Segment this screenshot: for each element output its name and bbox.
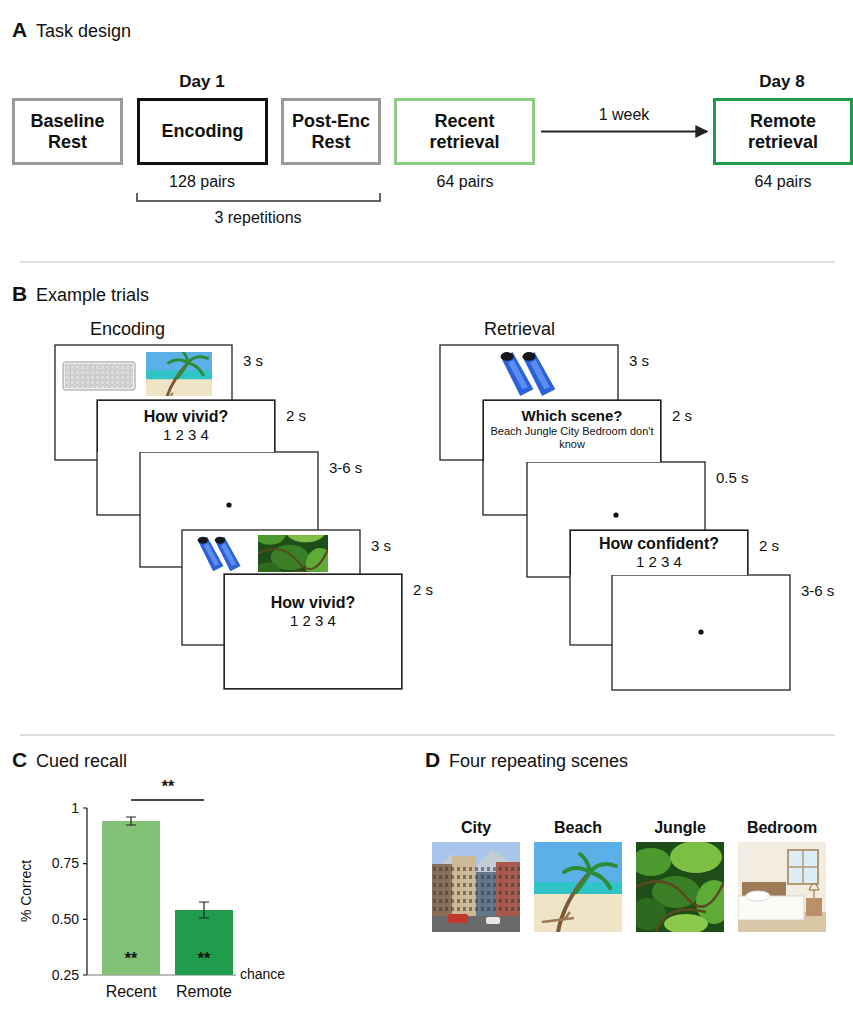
timeline-arrow <box>541 131 707 133</box>
recent-bar <box>102 821 160 975</box>
screen-card <box>224 574 402 689</box>
panel-letter: B <box>12 282 27 306</box>
axis-ticks <box>83 808 87 975</box>
tick-label: 0.25 <box>52 967 79 983</box>
node-title: Remote retrieval <box>726 111 840 153</box>
significance-mark: ** <box>198 950 210 968</box>
node-title: Encoding <box>162 121 244 142</box>
day-label: Day 1 <box>179 72 224 92</box>
edge-label: 1 week <box>597 105 652 124</box>
panel-letter: C <box>12 748 27 772</box>
rest-box: Baseline Rest <box>12 98 123 165</box>
duration-label: 3-6 s <box>801 582 834 600</box>
error-bar <box>126 817 136 825</box>
bar-label: Remote <box>176 982 232 1001</box>
chance-label: chance <box>240 966 285 982</box>
duration-label: 2 s <box>759 537 779 555</box>
pair-count: 64 pairs <box>755 172 812 191</box>
node-title: How vivid? <box>271 593 355 612</box>
node-text: 1 2 3 4 <box>636 553 682 571</box>
panel-letter: D <box>425 748 440 772</box>
y-axis <box>86 808 87 975</box>
retrieval-box: Remote retrieval <box>713 98 853 165</box>
fixation-dot <box>698 629 703 634</box>
node-text: 1 2 3 4 <box>290 612 336 630</box>
node-text: Beach Jungle City Bedroom don't know <box>489 425 655 451</box>
duration-label: 2 s <box>286 407 306 425</box>
duration-label: 0.5 s <box>716 469 749 487</box>
city-image <box>432 842 520 932</box>
repetition-note: 3 repetitions <box>214 208 301 227</box>
day-label: Day 8 <box>759 72 804 92</box>
duration-label: 2 s <box>413 581 433 599</box>
pair-count: 64 pairs <box>437 172 494 191</box>
phase-title: Encoding <box>90 318 165 340</box>
node-title: Baseline Rest <box>18 111 117 153</box>
pair-count: 128 pairs <box>169 172 235 191</box>
error-bar <box>199 902 209 918</box>
panel-separator <box>20 261 835 262</box>
fixation-dot <box>613 512 618 517</box>
duration-label: 2 s <box>672 407 692 425</box>
repetition-bracket <box>137 193 380 201</box>
tick-label: 0.50 <box>52 911 79 927</box>
duration-label: 3 s <box>371 537 391 555</box>
tick-label: 1 <box>71 800 79 816</box>
scene-label: Jungle <box>654 818 706 837</box>
jungle-image <box>630 841 732 934</box>
retrieval-box: Recent retrieval <box>394 98 535 165</box>
significance-mark: ** <box>162 778 174 796</box>
phase-title: Retrieval <box>484 318 555 340</box>
fixation-dot <box>226 502 231 507</box>
scene-label: Beach <box>554 818 602 837</box>
beach-image <box>146 340 212 408</box>
significance-mark: ** <box>125 950 137 968</box>
scene-label: City <box>461 818 491 837</box>
duration-label: 3 s <box>629 352 649 370</box>
screen-card: Which scene?Beach Jungle City Bedroom do… <box>483 400 661 462</box>
panel-letter: A <box>12 18 27 42</box>
beach-image <box>534 842 622 932</box>
keyboard-image <box>63 362 135 390</box>
node-title: How vivid? <box>144 407 228 426</box>
panel-title: Example trials <box>36 284 149 306</box>
node-title: Which scene? <box>522 407 623 425</box>
panel-title: Task design <box>36 20 131 42</box>
node-title: How confident? <box>599 534 719 553</box>
scene-label: Bedroom <box>747 818 817 837</box>
fins-image <box>198 537 241 571</box>
node-title: Post-Enc Rest <box>287 111 375 153</box>
screen-card: How confident?1 2 3 4 <box>570 530 748 575</box>
duration-label: 3 s <box>243 352 263 370</box>
screen-card <box>612 575 790 690</box>
encoding-box: Encoding <box>137 98 268 165</box>
keyboard-keys <box>65 364 133 388</box>
panel-separator <box>20 734 835 735</box>
bar-label: Recent <box>106 982 157 1001</box>
duration-label: 3-6 s <box>329 459 362 477</box>
rest-box: Post-Enc Rest <box>281 98 381 165</box>
panel-title: Four repeating scenes <box>449 750 628 772</box>
significance-line <box>131 799 204 800</box>
screen-card: How vivid?1 2 3 4 <box>97 400 275 452</box>
axis-title: % Correct <box>18 860 34 922</box>
screen-card: How vivid?1 2 3 4 <box>224 574 402 689</box>
node-text: 1 2 3 4 <box>163 426 209 444</box>
tick-label: 0.75 <box>52 855 79 871</box>
remote-bar <box>175 910 233 975</box>
panel-title: Cued recall <box>36 750 127 772</box>
node-title: Recent retrieval <box>407 111 522 153</box>
fins-image <box>501 352 556 396</box>
bedroom-image <box>738 842 826 932</box>
